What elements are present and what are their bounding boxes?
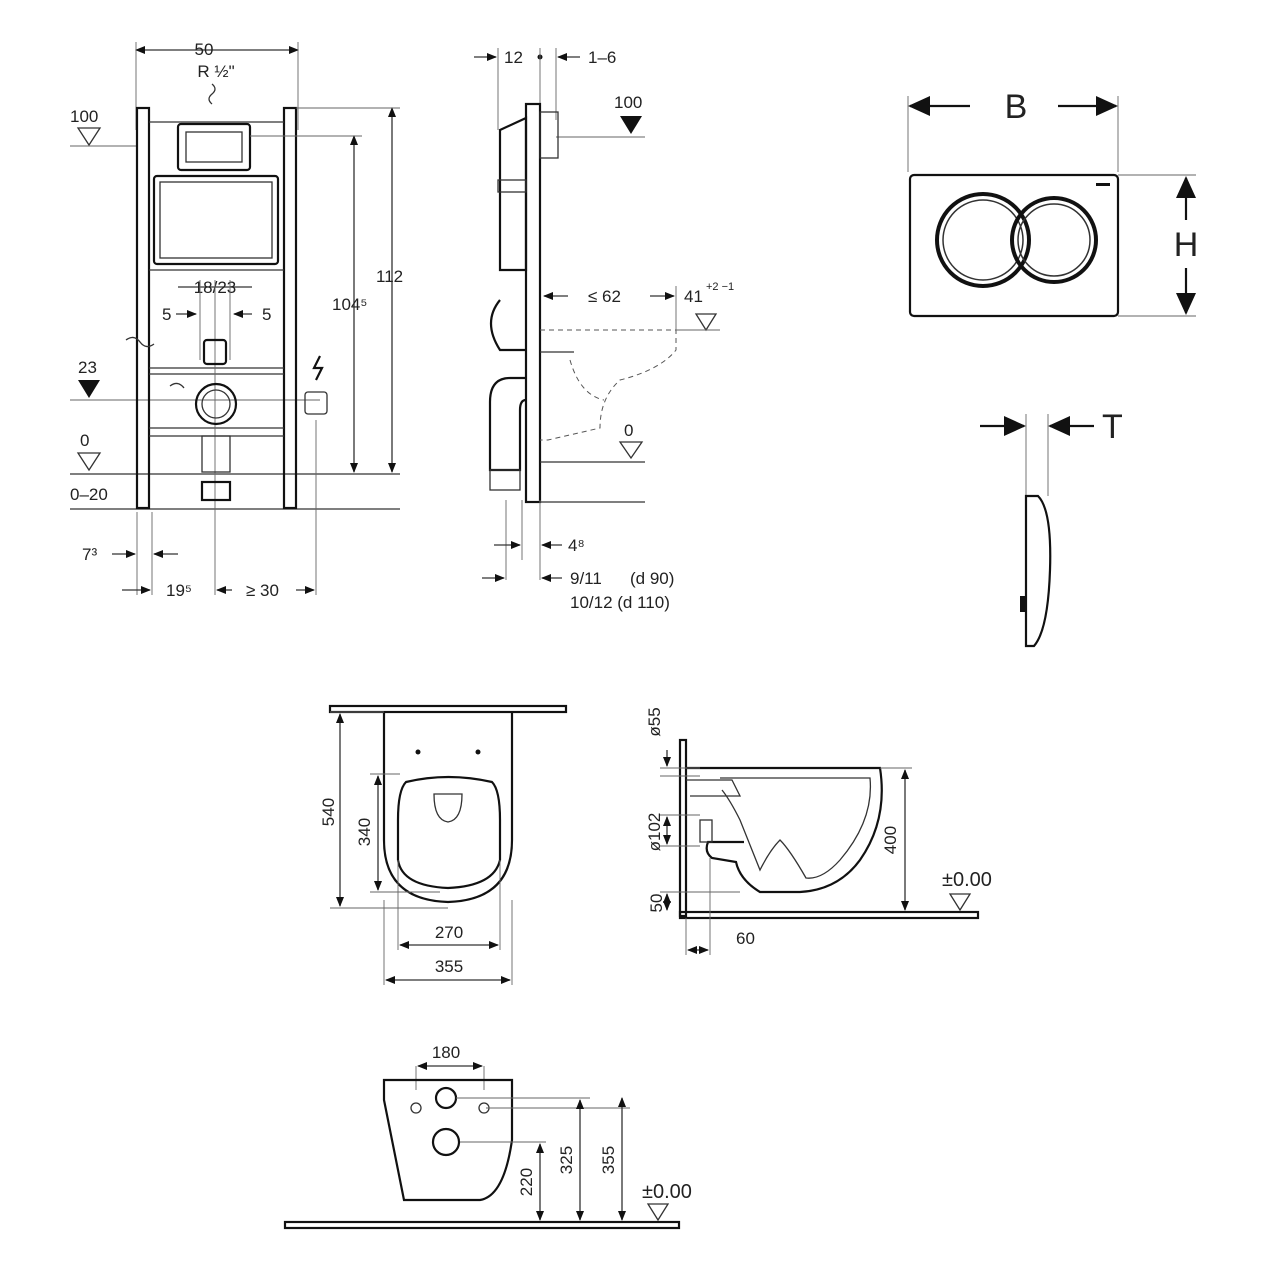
top-dim-1-6-label: 1–6 — [588, 48, 616, 67]
frame-left-post — [135, 106, 151, 510]
flush-pipe-icon — [169, 382, 185, 389]
bottom-dim-9-11-label: 9/11 — [570, 569, 602, 588]
electrical-box — [304, 391, 328, 415]
level-0-label: 0 — [80, 431, 89, 450]
flush-plate-side: T — [980, 408, 1123, 648]
level-marker-icon — [694, 313, 718, 332]
flush-plate — [908, 173, 1120, 318]
side-floor-level-label: ±0.00 — [942, 869, 992, 891]
flush-bend — [489, 299, 526, 352]
height-41-label: 41 — [684, 287, 703, 306]
frame-right-post — [282, 106, 298, 510]
offset-60-label: 60 — [736, 929, 755, 948]
drain-connection — [194, 382, 238, 426]
level-marker-icon — [618, 441, 644, 460]
level-marker-icon — [76, 127, 102, 147]
level-23-label: 23 — [78, 358, 97, 377]
height-355-label: 355 — [599, 1146, 618, 1174]
pipe-size-label: R ½" — [197, 62, 234, 81]
waste-outlet — [431, 1127, 461, 1157]
outlet-dia-55-label: ø55 — [645, 707, 664, 736]
level-marker-filled-icon — [78, 380, 100, 398]
floor — [678, 910, 980, 920]
seat-outline — [396, 775, 502, 890]
height-220-label: 220 — [517, 1168, 536, 1196]
height-325-label: 325 — [557, 1146, 576, 1174]
level-marker-icon — [646, 1203, 670, 1222]
floor — [283, 1220, 681, 1230]
bottom-dim-4-8-label: 4⁸ — [568, 536, 585, 555]
bowl-side-view: ø55 ø102 50 400 ±0.00 60 — [645, 707, 992, 955]
level-marker-filled-icon — [620, 116, 642, 134]
seat-width-270-label: 270 — [435, 923, 463, 942]
frame-side-view: 12 1–6 100 ≤ 62 41 +2 −1 0 — [474, 48, 734, 612]
height-400-label: 400 — [881, 826, 900, 854]
bowl-back-view: 180 220 325 355 ±0.00 — [283, 1043, 692, 1230]
flush-plate-profile — [1024, 494, 1052, 648]
bowl-profile-outer — [686, 766, 883, 894]
bowl-outline — [540, 329, 677, 441]
cistern-actuator-opening — [176, 122, 252, 172]
frame-profile — [524, 102, 542, 504]
back-floor-level-label: ±0.00 — [642, 1181, 692, 1203]
side-level-0-label: 0 — [624, 421, 633, 440]
bottom-dim-d90-label: (d 90) — [630, 569, 674, 588]
top-dim-12-label: 12 — [504, 48, 523, 67]
plate-thickness-label: T — [1102, 408, 1123, 446]
width-50-label: 50 — [195, 40, 214, 59]
pipe-dia-102-label: ø102 — [645, 813, 664, 852]
flush-button-small — [1010, 196, 1098, 284]
seat-length-340-label: 340 — [355, 818, 374, 846]
wall — [678, 738, 688, 918]
level-marker-icon — [948, 893, 972, 912]
length-540-label: 540 — [319, 798, 338, 826]
floor-range-label: 0–20 — [70, 485, 108, 504]
spacing-5-left-label: 5 — [162, 305, 171, 324]
bottom-dim-10-12-label: 10/12 (d 110) — [570, 593, 670, 612]
level-marker-icon — [76, 452, 102, 472]
depth-62-label: ≤ 62 — [588, 287, 621, 306]
water-supply-icon — [125, 336, 155, 348]
bottom-50-label: 50 — [647, 894, 666, 913]
frame-front-view: 50 R ½" 100 23 0 0–20 18/23 5 5 — [70, 40, 403, 600]
offset-7-3-label: 7³ — [82, 545, 97, 564]
offset-30-label: ≥ 30 — [246, 581, 279, 600]
water-inlet-icon — [208, 83, 216, 105]
offset-19-5-label: 19⁵ — [166, 581, 192, 600]
water-inlet — [434, 1086, 458, 1110]
height-tolerance-label: +2 −1 — [706, 281, 734, 293]
level-100-label: 100 — [70, 107, 98, 126]
width-355-label: 355 — [435, 957, 463, 976]
mounting-hole — [410, 1102, 422, 1114]
flush-button-large — [935, 192, 1031, 288]
cistern-side — [498, 116, 528, 272]
spacing-5-right-label: 5 — [262, 305, 271, 324]
side-level-100-label: 100 — [614, 93, 642, 112]
bowl-outline — [382, 712, 514, 904]
plate-height-label: H — [1174, 226, 1199, 264]
cistern-body — [152, 174, 280, 266]
bowl-back-outline — [382, 1078, 514, 1202]
electrical-icon — [312, 355, 324, 381]
bolt-spacing-180-label: 180 — [432, 1043, 460, 1062]
bowl-top-view: 540 340 270 355 — [319, 704, 568, 985]
height-104-5-label: 104⁵ — [332, 295, 367, 314]
height-112-label: 112 — [376, 267, 403, 286]
brand-logo — [1096, 183, 1110, 186]
drain-pipe — [488, 376, 527, 472]
plate-width-label: B — [1005, 88, 1028, 126]
wall-line — [328, 704, 568, 714]
seat-lid-hinge — [433, 793, 463, 823]
flush-plate-front: B H — [907, 88, 1199, 318]
